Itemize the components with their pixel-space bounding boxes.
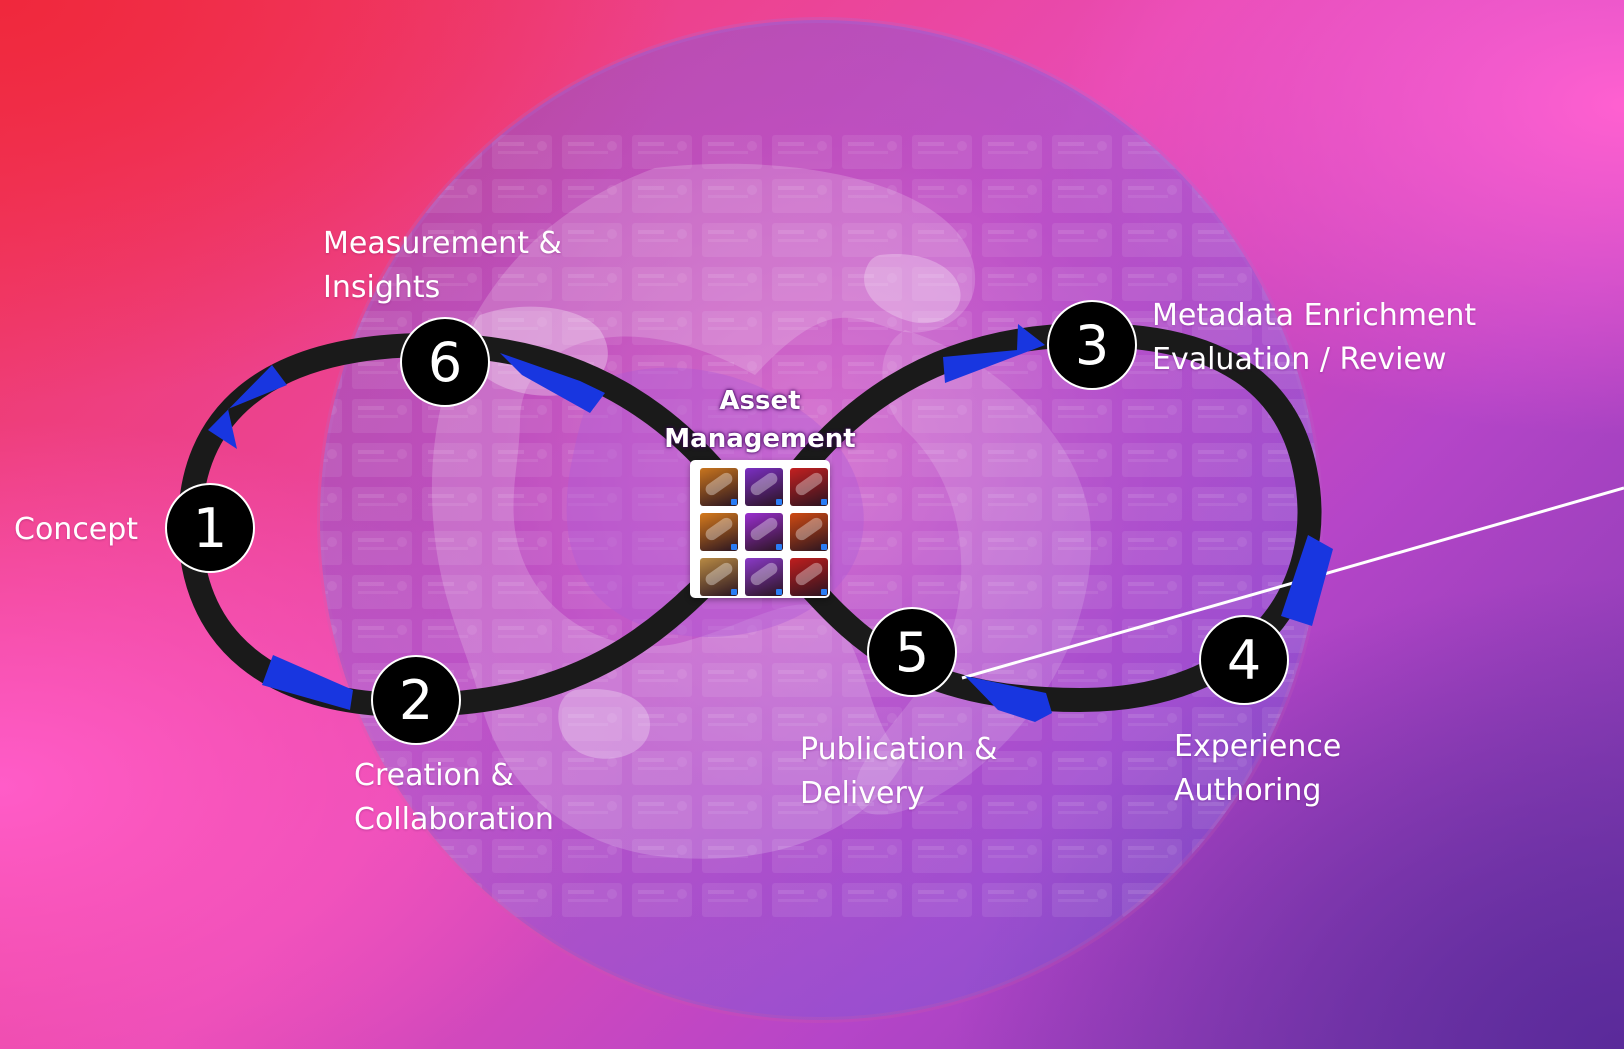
checkbox-badge-icon [821,589,827,595]
step-label-5-line-1: Publication & [800,732,998,767]
step-number-6: 6 [428,331,462,394]
center-title: Asset Management [650,382,870,458]
asset-thumbnail [700,468,738,506]
chevron-arrow-icon [965,676,1052,722]
step-number-5: 5 [895,621,929,684]
chevron-arrow-icon [943,324,1045,383]
checkbox-badge-icon [731,499,737,505]
asset-thumbnail [745,513,783,551]
step-label-5: Publication & Delivery [800,728,998,816]
step-label-1: Concept [14,508,138,552]
step-label-4-line-2: Authoring [1174,773,1322,808]
step-label-2-line-1: Creation & [354,758,514,793]
step-label-4-line-1: Experience [1174,729,1342,764]
step-number-3: 3 [1075,314,1109,377]
asset-thumbnail [745,468,783,506]
step-label-3-line-2: Evaluation / Review [1152,342,1447,377]
step-label-6-line-1: Measurement & [323,226,562,261]
asset-thumbnail [745,558,783,596]
step-label-5-line-2: Delivery [800,776,925,811]
step-badge-5: 5 [867,607,957,697]
step-badge-6: 6 [400,317,490,407]
step-label-6: Measurement & Insights [323,222,562,310]
center-title-line-2: Management [664,424,856,454]
step-label-1-line-1: Concept [14,512,139,547]
asset-thumbnail [790,468,828,506]
asset-thumbnail-grid [690,460,830,598]
step-badge-3: 3 [1047,300,1137,390]
step-badge-4: 4 [1199,615,1289,705]
step-label-2: Creation & Collaboration [354,754,554,842]
center-title-line-1: Asset [719,386,801,416]
chevron-arrow-icon [1281,535,1333,626]
step-label-6-line-2: Insights [323,270,441,305]
flow-arrows [208,324,1333,722]
checkbox-badge-icon [776,499,782,505]
chevron-arrow-icon [500,353,605,413]
checkbox-badge-icon [821,544,827,550]
checkbox-badge-icon [731,544,737,550]
checkbox-badge-icon [821,499,827,505]
checkbox-badge-icon [776,589,782,595]
step-number-4: 4 [1227,629,1261,692]
checkbox-badge-icon [776,544,782,550]
step-number-1: 1 [193,497,227,560]
asset-thumbnail [700,558,738,596]
step-label-3-line-1: Metadata Enrichment [1152,298,1477,333]
chevron-arrow-icon [262,655,353,710]
step-label-2-line-2: Collaboration [354,802,554,837]
step-label-3: Metadata Enrichment Evaluation / Review [1152,294,1476,382]
step-number-2: 2 [399,669,433,732]
step-label-4: Experience Authoring [1174,725,1341,813]
asset-thumbnail [790,558,828,596]
step-badge-1: 1 [165,483,255,573]
asset-thumbnail [790,513,828,551]
checkbox-badge-icon [731,589,737,595]
chevron-arrow-icon [208,365,287,449]
asset-thumbnail [700,513,738,551]
step-badge-2: 2 [371,655,461,745]
